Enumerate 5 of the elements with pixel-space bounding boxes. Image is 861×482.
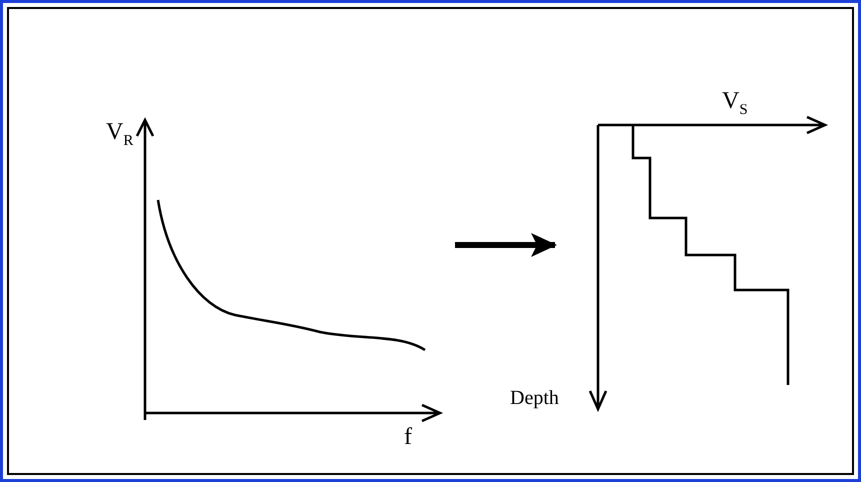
axis-label: V$_{R}$ (106, 120, 134, 149)
arrow (455, 233, 557, 257)
axis-label: Depth (510, 388, 559, 408)
axis-label: V$_{S}$ (722, 89, 748, 118)
axis-label: f (404, 425, 412, 449)
